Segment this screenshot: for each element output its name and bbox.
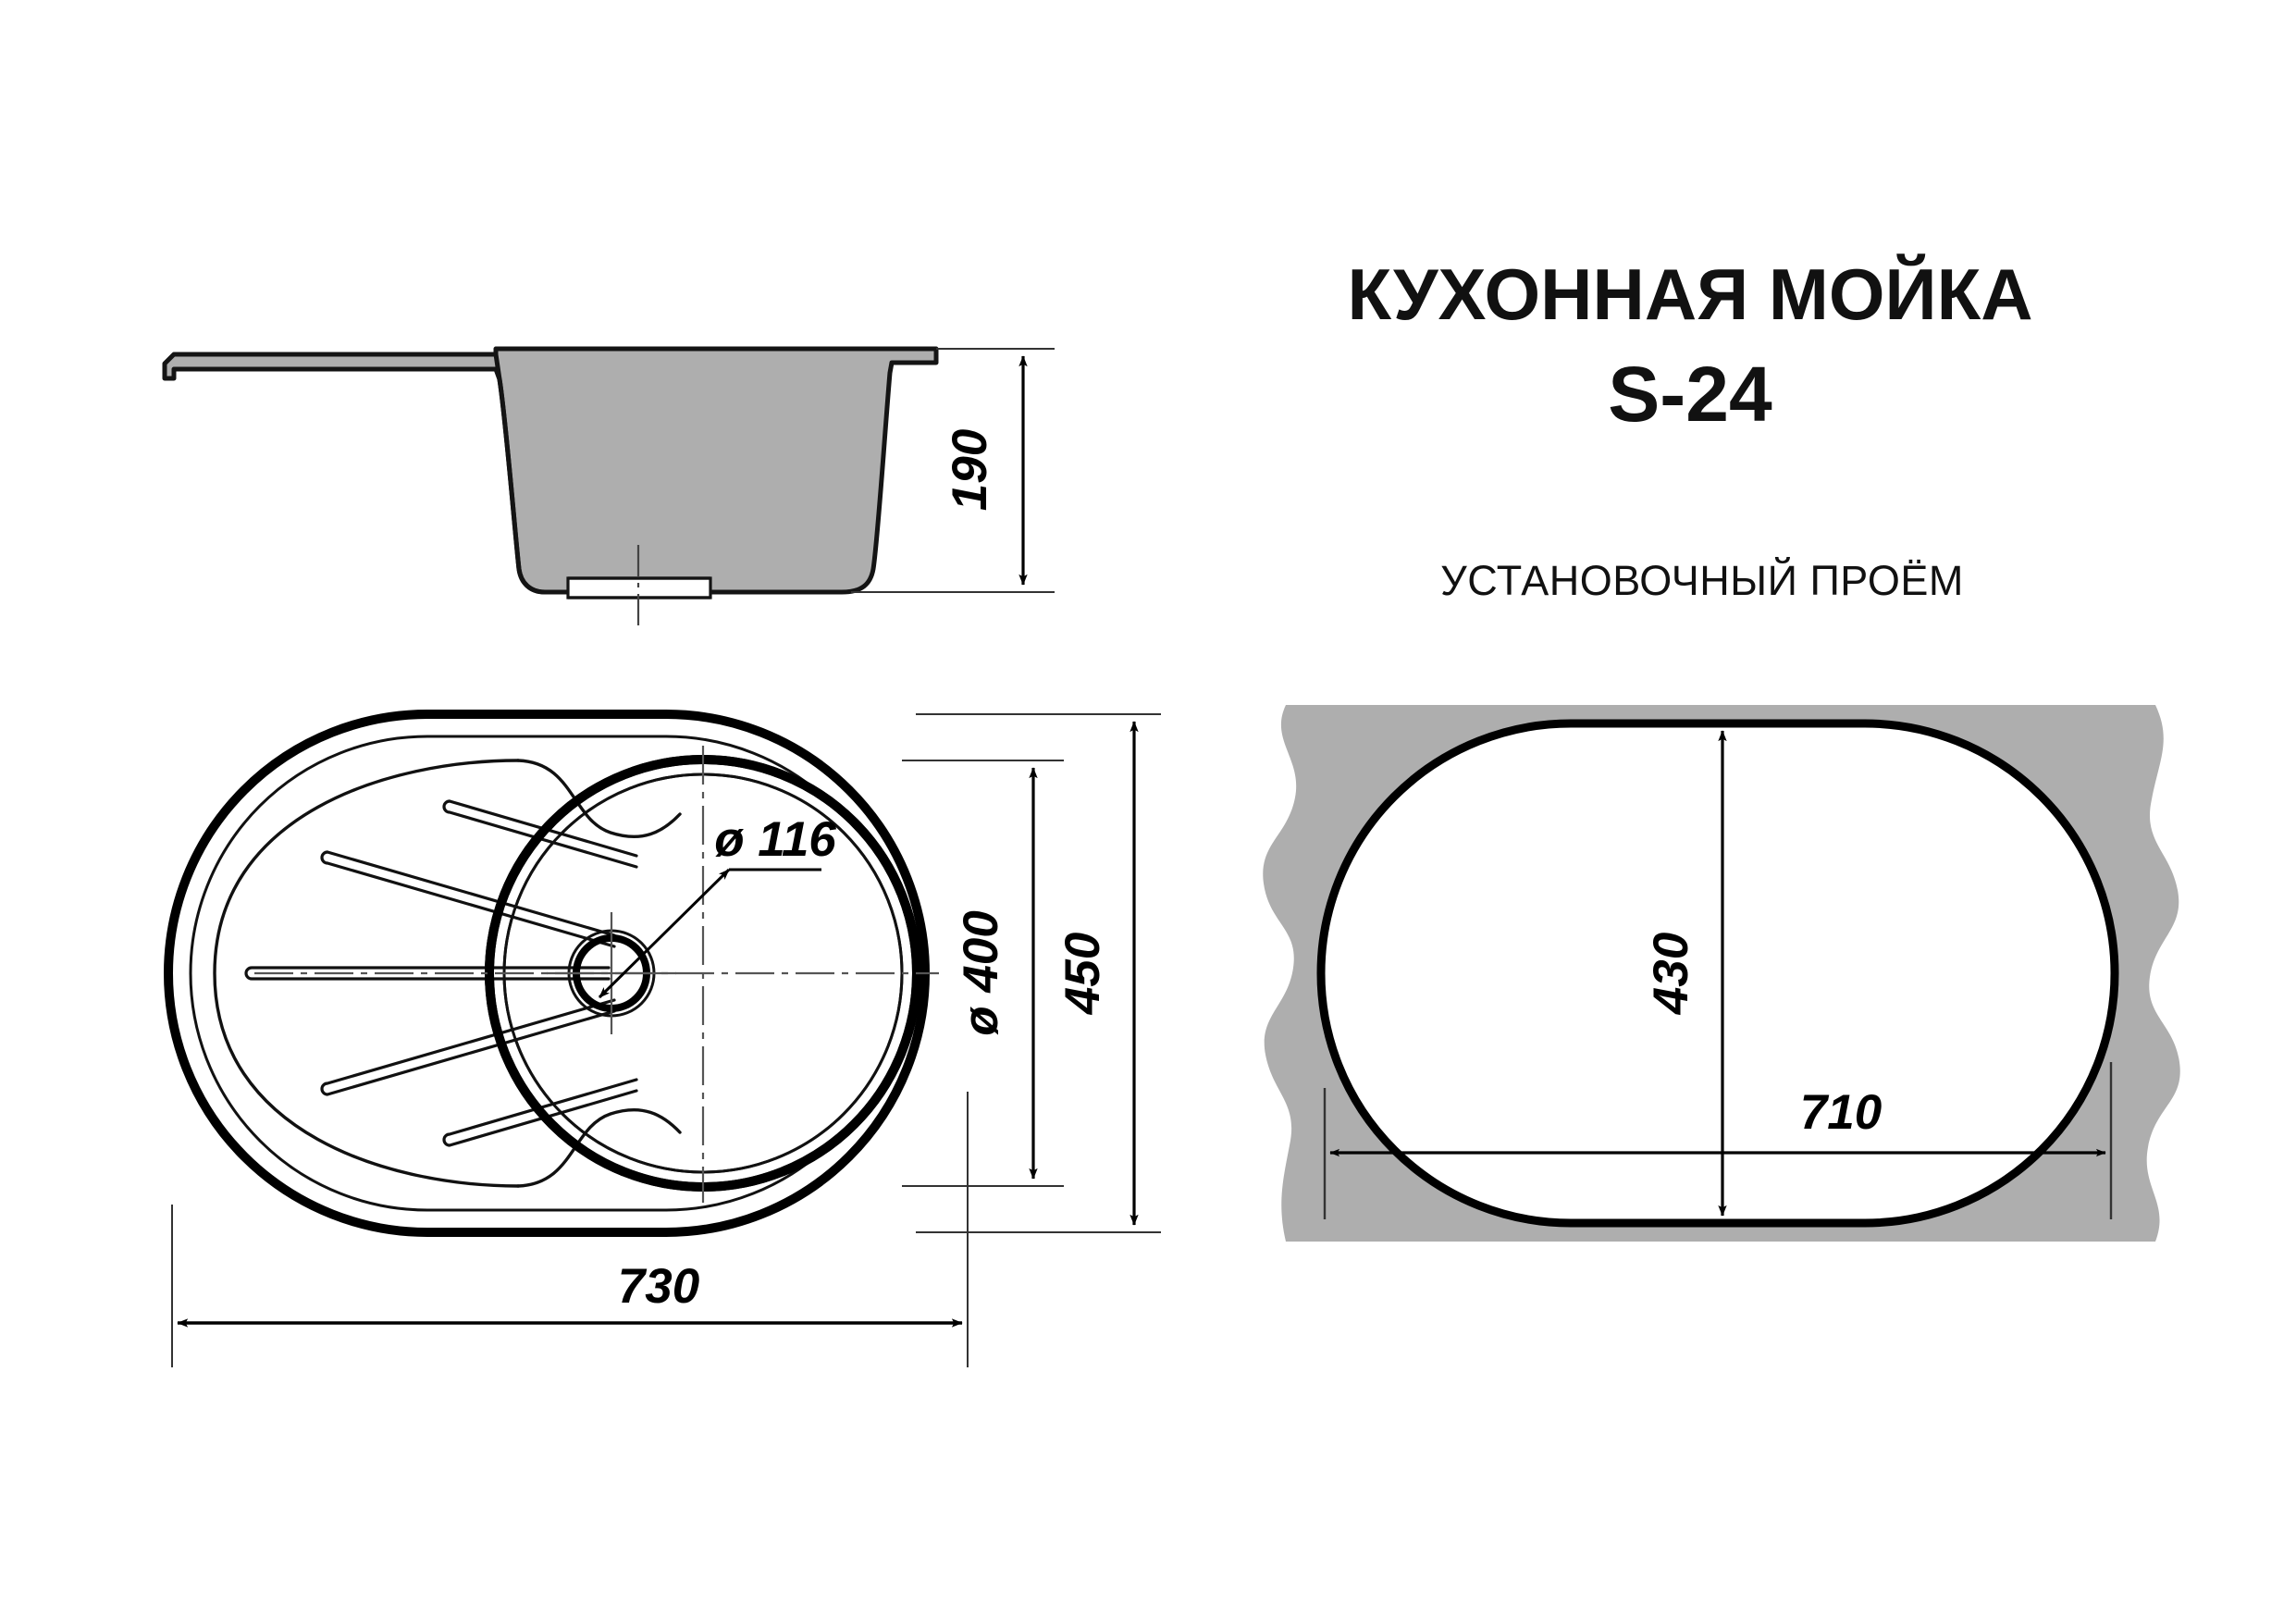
dimension-label-710: 710 — [1800, 1085, 1882, 1140]
groove-2 — [322, 852, 618, 945]
dimension-overall-450: 450 — [1055, 721, 1139, 1226]
dimension-label-190: 190 — [943, 429, 997, 511]
cross-section-view: 190 — [162, 346, 1055, 629]
title-block: КУХОННАЯ МОЙКА S-24 УСТАНОВОЧНЫЙ ПРОЁМ — [1347, 253, 2032, 604]
dimension-label-450: 450 — [1055, 933, 1110, 1015]
groove-2-edge — [320, 850, 616, 948]
section-sink-wall — [162, 346, 939, 595]
dimension-cutout-height-430: 430 — [1644, 730, 1727, 1217]
section-bowl-inner-edge — [493, 352, 548, 595]
dimension-label-730: 730 — [618, 1259, 699, 1314]
dimension-bowl-400: ø 400 — [954, 767, 1038, 1180]
cutout-aperture — [1316, 719, 2119, 1228]
installation-cutout-view: 430 710 — [1263, 705, 2180, 1242]
groove-4-edge — [320, 998, 616, 1096]
cutout-view-caption: УСТАНОВОЧНЫЙ ПРОЁМ — [1440, 557, 1964, 604]
page-title-line2: S-24 — [1608, 351, 1772, 438]
groove-4 — [322, 1001, 618, 1094]
dimension-label-430: 430 — [1644, 933, 1698, 1015]
plan-view: ø 116 ø 400 450 — [164, 710, 1161, 1367]
dimension-drain-116: ø 116 — [598, 812, 836, 999]
plan-drainboard-wave-top — [516, 759, 682, 839]
plan-drainboard-basin — [213, 759, 520, 1188]
dimension-label-116: ø 116 — [714, 812, 836, 867]
dimension-depth-190: 190 — [851, 348, 1055, 593]
plan-extension-lines — [902, 713, 1161, 1233]
section-drain-opening — [566, 576, 712, 599]
dimension-label-400: ø 400 — [954, 910, 1008, 1036]
plan-drainboard-wave-bottom — [516, 1107, 682, 1188]
dimension-cutout-width-710: 710 — [1323, 1062, 2113, 1219]
groove-3-edge — [244, 966, 611, 981]
page-title-line1: КУХОННАЯ МОЙКА — [1347, 253, 2032, 335]
dimension-width-730: 730 — [171, 1092, 969, 1367]
